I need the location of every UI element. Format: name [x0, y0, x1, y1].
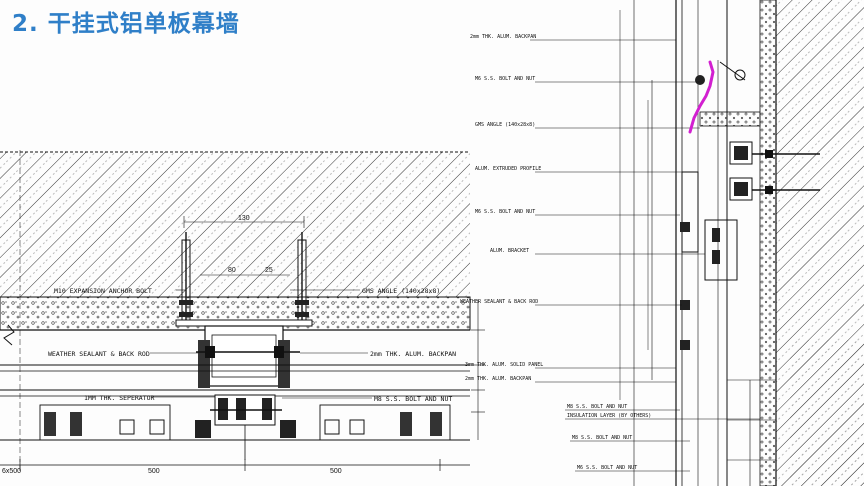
section-label-2: M6 S.S. BOLT AND NUT: [475, 76, 535, 82]
section-label-11: INSULATION LAYER (BY OTHERS): [567, 413, 651, 419]
label-anchor-bolt: M10 EXPANSION ANCHOR BOLT: [54, 287, 152, 295]
section-lower-blocks: [727, 379, 776, 486]
dim-mid-b: 25: [265, 267, 273, 274]
bolt-row: [210, 394, 282, 426]
section-label-13: M6 S.S. BOLT AND NUT: [577, 465, 637, 471]
markup-highlight: [688, 60, 715, 134]
dim-span-b: 500: [330, 468, 342, 475]
section-label-9: 2mm THK. ALUM. BACKPAN: [465, 376, 531, 382]
section-insulation: [759, 0, 777, 486]
dim-mid-a: 80: [228, 267, 236, 274]
label-angle: GMS ANGLE (140x28x8): [362, 287, 440, 295]
section-label-3: GMS ANGLE (140x28x8): [475, 122, 535, 128]
label-bolt: M8 S.S. BOLT AND NUT: [374, 395, 452, 403]
section-label-1: 2mm THK. ALUM. BACKPAN: [470, 34, 536, 40]
label-separator: 1MM THK. SEPERATOR: [84, 394, 155, 402]
section-label-6: ALUM. BRACKET: [490, 248, 529, 254]
dim-left-edge: 6x500: [2, 468, 21, 475]
connector-block: [196, 325, 300, 388]
concrete-wall-hatch: [0, 152, 470, 297]
section-label-8: 3mm THK. ALUM. SOLID PANEL: [465, 362, 543, 368]
section-label-10: M8 S.S. BOLT AND NUT: [567, 404, 627, 410]
section-label-5: M6 S.S. BOLT AND NUT: [475, 209, 535, 215]
label-backpan: 2mm THK. ALUM. BACKPAN: [370, 350, 456, 358]
dim-span-a: 500: [148, 468, 160, 475]
section-brackets: [680, 61, 820, 350]
plan-detail: 130 80 25: [0, 150, 485, 475]
section-label-4: ALUM. EXTRUDED PROFILE: [475, 166, 541, 172]
section-label-7: WEATHER SEALANT & BACK ROD: [460, 299, 538, 305]
section-detail: 2mm THK. ALUM. BACKPAN M6 S.S. BOLT AND …: [460, 0, 864, 486]
dim-top-width: 130: [238, 215, 250, 222]
label-sealant: WEATHER SEALANT & BACK ROD: [48, 350, 150, 358]
slide-title: 2. 干挂式铝单板幕墙: [12, 11, 240, 37]
section-label-12: M8 S.S. BOLT AND NUT: [572, 435, 632, 441]
